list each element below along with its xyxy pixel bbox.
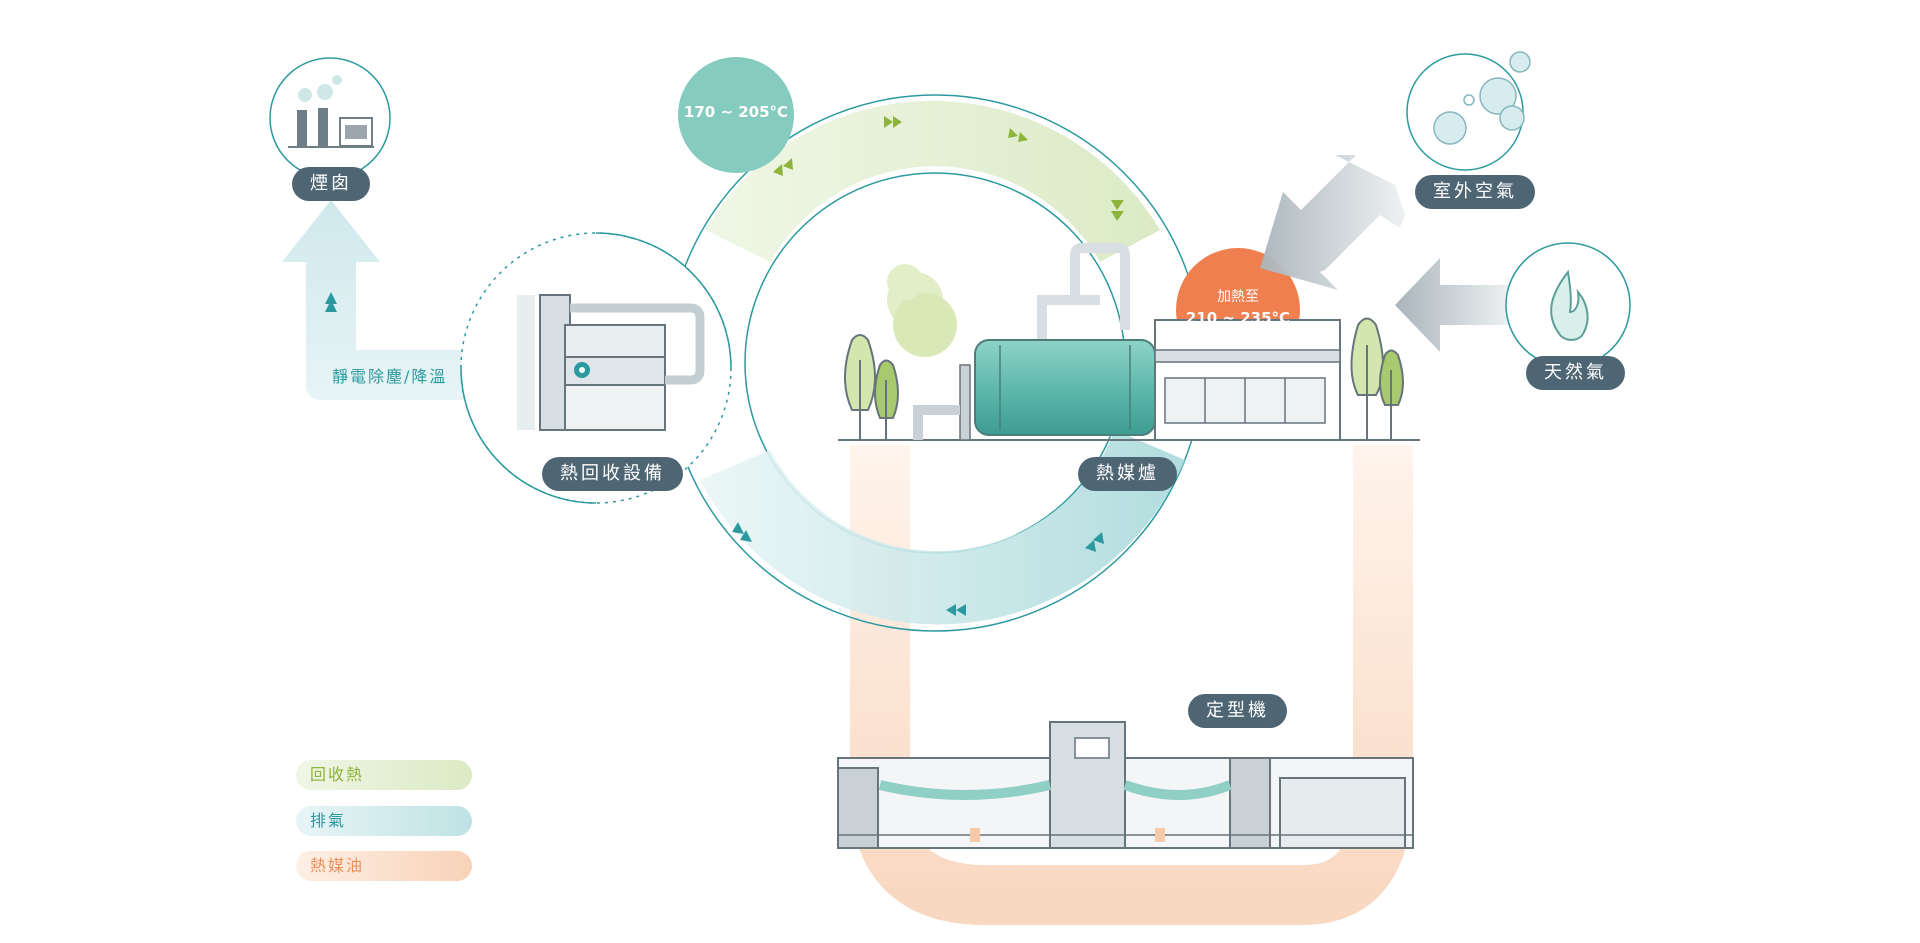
heat-to-prefix: 加熱至: [1217, 289, 1259, 305]
flame-icon: [1550, 269, 1589, 341]
thermal-oil-furnace-pill: 熱媒爐: [1078, 457, 1177, 491]
natural-gas-arrow: [1395, 258, 1510, 352]
factory-icon: [288, 75, 374, 148]
exhaust-to-chimney-arrow: [282, 200, 470, 400]
chimney-pill: 煙囱: [292, 167, 370, 201]
heat-recovery-pill: 熱回收設備: [542, 457, 683, 491]
thermal-oil-furnace-plant: [838, 243, 1420, 441]
outdoor-air-circle: [1406, 51, 1531, 171]
natural-gas-circle: [1505, 242, 1631, 368]
recovery-temp-label: 170 ~ 205°C: [683, 103, 789, 121]
stenter-pill: 定型機: [1188, 694, 1287, 728]
outdoor-air-pill: 室外空氣: [1415, 175, 1535, 209]
legend-recovered-heat: 回收熱: [296, 760, 472, 790]
natural-gas-pill: 天然氣: [1526, 356, 1625, 390]
tree-icon: [844, 334, 899, 440]
legend-exhaust: 排氣: [296, 806, 472, 836]
heat-recovery-circle: [460, 232, 732, 504]
legend-thermal-oil: 熱媒油: [296, 851, 472, 881]
precipitator-label: 靜電除塵/降溫: [332, 367, 448, 386]
stenter-machine: [837, 721, 1414, 849]
outdoor-air-arrow: [1260, 155, 1405, 290]
recovery-temp-circle: [678, 57, 794, 173]
bubbles-icon: [1433, 51, 1531, 145]
chimney-icon-circle: [269, 57, 391, 179]
heat-to-temp: 210 ~ 235°C: [1185, 309, 1291, 327]
